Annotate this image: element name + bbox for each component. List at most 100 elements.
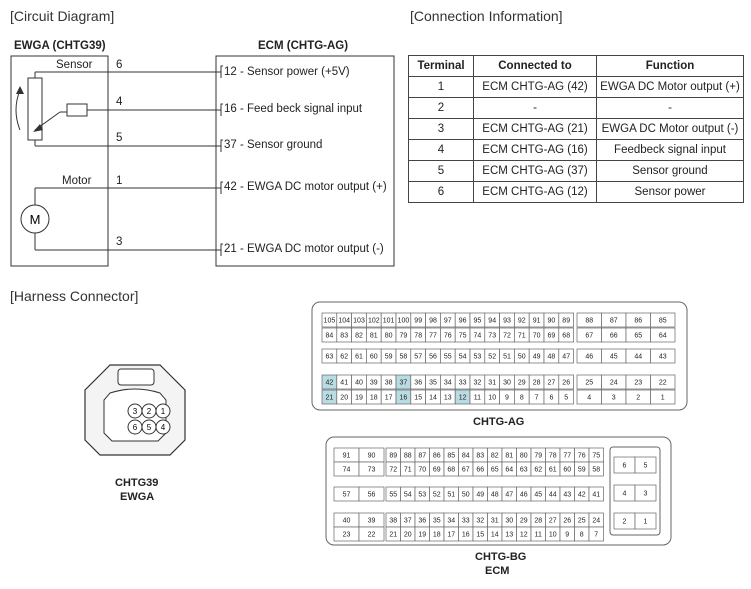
ecm-pin-bracket	[220, 243, 223, 256]
pin-number: 41	[340, 380, 348, 387]
pin-number: 67	[462, 467, 470, 474]
ewga-connector-name: CHTG39	[115, 477, 159, 489]
table-cell: 2	[408, 97, 474, 119]
pin-number: 59	[578, 467, 586, 474]
pin-number: 56	[368, 492, 376, 499]
pin-number: 5	[564, 395, 568, 402]
pin-number: 13	[505, 532, 513, 539]
pin-cell	[650, 312, 676, 328]
pin-number: 86	[634, 318, 642, 325]
pin-number: 26	[563, 518, 571, 525]
table-cell: 6	[408, 181, 474, 203]
ecm-pin-16: 16 - Feed beck signal input	[224, 103, 363, 115]
pin-number: 50	[462, 492, 470, 499]
pin-number: 12	[459, 395, 467, 402]
pin-number: 94	[488, 318, 496, 325]
table-cell: ECM CHTG-AG (12)	[473, 181, 597, 203]
pin-number: 80	[520, 453, 528, 460]
pin-number: 35	[429, 380, 437, 387]
pin-number: 37	[400, 380, 408, 387]
pin-number: 51	[503, 354, 511, 361]
table-row: 2--	[408, 97, 744, 119]
circuit-diagram: M	[10, 55, 395, 267]
pin-number: 65	[491, 467, 499, 474]
table-cell: ECM CHTG-AG (37)	[473, 160, 597, 182]
pin-number: 82	[491, 453, 499, 460]
pin-number: 88	[585, 318, 593, 325]
table-cell: EWGA DC Motor output (+)	[596, 76, 744, 98]
pin-number: 36	[418, 518, 426, 525]
pin-number: 44	[634, 354, 642, 361]
table-cell: -	[473, 97, 597, 119]
table-cell: -	[596, 97, 744, 119]
pin-number: 81	[505, 453, 513, 460]
ecm-label: ECM (CHTG-AG)	[258, 40, 349, 52]
table-cell: 5	[408, 160, 474, 182]
pin-number: 28	[533, 380, 541, 387]
motor-symbol: M	[30, 212, 41, 227]
pin-number: 49	[476, 492, 484, 499]
pin-number: 9	[565, 532, 569, 539]
pin-number: 42	[326, 380, 334, 387]
pin-number: 16	[462, 532, 470, 539]
pin-number: 47	[562, 354, 570, 361]
pin-cell	[358, 486, 385, 502]
pin-number: 55	[389, 492, 397, 499]
ecm-pin-bracket	[220, 103, 223, 116]
pin-number: 52	[488, 354, 496, 361]
pin-number: 101	[383, 318, 395, 325]
pin-number: 95	[474, 318, 482, 325]
pin-number: 92	[518, 318, 526, 325]
pin-number: 41	[592, 492, 600, 499]
pin-cell	[650, 348, 676, 364]
pin-number: 53	[418, 492, 426, 499]
pin-number: 73	[488, 333, 496, 340]
pin-number: 25	[578, 518, 586, 525]
pin-cell	[588, 461, 604, 477]
pin-number: 27	[549, 518, 557, 525]
pin-number: 86	[433, 453, 441, 460]
ecm-pin-bracket	[220, 181, 223, 194]
pin-number: 22	[659, 380, 667, 387]
pin-number: 34	[444, 380, 452, 387]
pin-number: 58	[592, 467, 600, 474]
table-cell: EWGA DC Motor output (-)	[596, 118, 744, 140]
pin-number: 102	[368, 318, 380, 325]
pin-number: 55	[444, 354, 452, 361]
pin-number: 50	[518, 354, 526, 361]
ecm-pin-12: 12 - Sensor power (+5V)	[224, 66, 350, 78]
pin-number: 83	[476, 453, 484, 460]
pin-4-label: 4	[116, 96, 123, 108]
header-connected-to: Connected to	[473, 55, 597, 77]
ewga-latch	[117, 368, 155, 386]
pin-number: 83	[340, 333, 348, 340]
pin-number: 74	[474, 333, 482, 340]
pin-number: 19	[418, 532, 426, 539]
pin-number: 79	[400, 333, 408, 340]
pin-number: 64	[659, 333, 667, 340]
pin-number: 72	[389, 467, 397, 474]
pin-cell	[650, 327, 676, 343]
ecm-pin-brackets	[220, 65, 223, 256]
ecm-pin-bracket	[220, 139, 223, 152]
pin-number: 8	[520, 395, 524, 402]
pin-number: 85	[659, 318, 667, 325]
pin-number: 13	[444, 395, 452, 402]
pin-number: 10	[549, 532, 557, 539]
pin-number: 26	[562, 380, 570, 387]
chtg-bg-name: CHTG-BG	[475, 551, 527, 563]
ewga-box	[10, 55, 109, 267]
pin-number: 42	[578, 492, 586, 499]
pin-number: 40	[343, 518, 351, 525]
table-cell: 3	[408, 118, 474, 140]
pin-number: 97	[444, 318, 452, 325]
pin-number: 104	[338, 318, 350, 325]
pin-number: 63	[520, 467, 528, 474]
pin-number: 47	[505, 492, 513, 499]
pin-number: 36	[414, 380, 422, 387]
